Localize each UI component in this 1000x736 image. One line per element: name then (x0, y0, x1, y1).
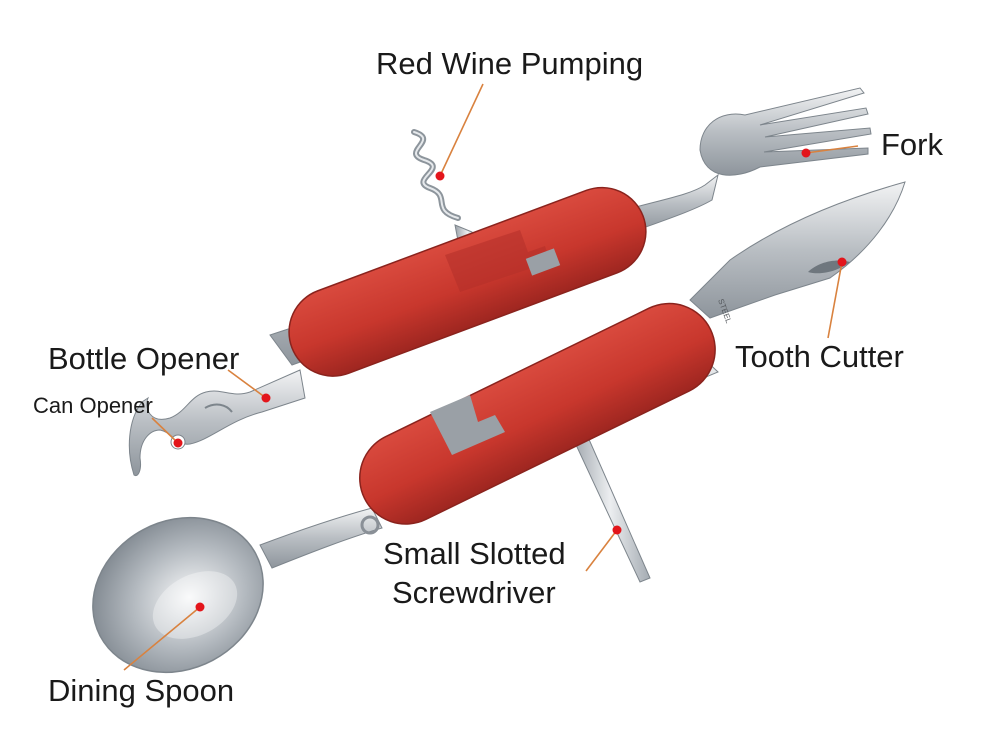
label-dining-spoon: Dining Spoon (48, 673, 235, 708)
dining-spoon (92, 507, 383, 674)
dot-fork (801, 148, 811, 158)
dot-screwdriver (612, 525, 622, 535)
label-bottle-opener: Bottle Opener (48, 341, 240, 376)
leader-corkscrew (439, 83, 484, 177)
tooth-cutter-blade: STEEL (689, 181, 906, 325)
label-can-opener: Can Opener (33, 393, 153, 418)
leader-screwdriver (585, 529, 618, 572)
dot-spoon (195, 602, 205, 612)
dot-can-opener (173, 438, 183, 448)
label-red-wine-pumping: Red Wine Pumping (376, 46, 644, 81)
leader-lines (123, 83, 859, 671)
leader-spoon (123, 606, 201, 671)
bottle-can-opener (128, 369, 306, 477)
lower-handle (359, 302, 716, 525)
label-screwdriver: Screwdriver (392, 575, 556, 610)
label-tooth-cutter: Tooth Cutter (735, 339, 904, 374)
leader-tooth-cutter (827, 261, 843, 339)
dot-bottle-opener (261, 393, 271, 403)
label-small-slotted: Small Slotted (383, 536, 566, 571)
leader-can-opener (151, 417, 179, 444)
dot-corkscrew (435, 171, 445, 181)
leader-fork (805, 145, 859, 154)
marker-dots (173, 148, 847, 612)
leader-bottle-opener (227, 369, 267, 399)
fork (624, 87, 872, 233)
upper-handle (288, 186, 647, 377)
screwdriver-blade (569, 427, 651, 583)
label-fork: Fork (881, 127, 943, 162)
dot-tooth-cutter (837, 257, 847, 267)
